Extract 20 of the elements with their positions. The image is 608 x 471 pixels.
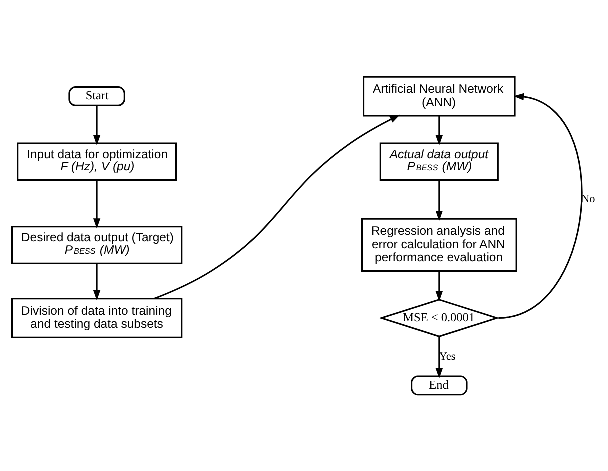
node-box: Start — [68, 86, 126, 106]
edge-label: Yes — [439, 350, 456, 362]
node-box: Actual data output PBESS (MW) — [380, 142, 499, 181]
node-box: Input data for optimization F (Hz), V (pu) — [17, 142, 178, 181]
node-box: Artificial Neural Network (ANN) — [363, 76, 516, 116]
edge-label: No — [581, 193, 596, 206]
arrow — [436, 180, 443, 221]
arrow — [436, 270, 443, 302]
node-box: Regression analysis and error calculation for ANN performance evaluation — [361, 218, 518, 272]
arrow — [93, 263, 101, 300]
node-box: Desired data output (Target) PBESS (MW) — [11, 226, 183, 264]
node-box: Division of data into training and testing data subsets — [11, 298, 183, 338]
arrow — [498, 92, 583, 319]
arrow — [93, 180, 101, 228]
node-box: End — [411, 375, 468, 396]
arrow — [436, 336, 443, 378]
arrow — [436, 116, 443, 146]
node-diamond: MSE < 0.0001 — [379, 298, 500, 337]
arrow — [93, 105, 101, 146]
arrow — [154, 114, 400, 299]
